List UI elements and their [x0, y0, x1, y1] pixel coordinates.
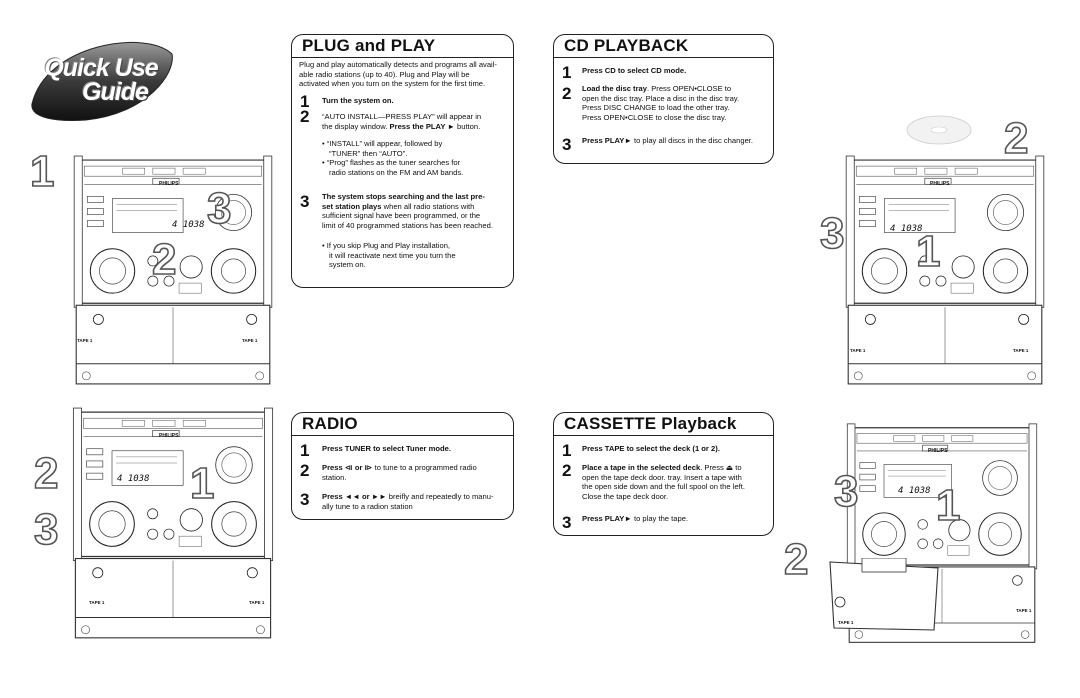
- section-title: CD PLAYBACK: [564, 36, 689, 55]
- stereo-illustration-cassette: PHILIPS 4 1038 TAPE 1: [836, 420, 1048, 652]
- logo-line-2: Guide: [82, 78, 149, 106]
- stereo-system-icon: [840, 152, 1050, 394]
- cassette-playback-section: CASSETTE Playback 1 Press TAPE to select…: [553, 412, 774, 536]
- step-text: Press TAPE to select the deck (1 or 2).: [582, 444, 720, 453]
- step-number: 3: [300, 192, 310, 211]
- step-number: 1: [300, 441, 310, 460]
- plug-and-play-section: PLUG and PLAY Plug and play automaticall…: [291, 34, 514, 288]
- callout-number: 1: [29, 147, 55, 196]
- cd-disc-icon: [906, 115, 972, 145]
- step-number: 2: [562, 84, 572, 103]
- section-title: PLUG and PLAY: [302, 36, 436, 55]
- section-title: RADIO: [302, 414, 358, 433]
- step-text: Press CD to select CD mode.: [582, 66, 687, 75]
- logo-swoosh-icon: [31, 42, 173, 121]
- tape-label: TAPE 1: [77, 338, 93, 343]
- step-number: 3: [562, 513, 572, 532]
- stereo-illustration-radio: PHILIPS 4 1038 TAPE 1 TAPE 1: [67, 404, 279, 648]
- step-text: Load the disc tray. Press OPEN•CLOSE to …: [582, 84, 740, 122]
- tape-label: TAPE 1: [1013, 348, 1029, 353]
- brand-label: PHILIPS: [159, 433, 179, 439]
- skip-note: • If you skip Plug and Play installation…: [322, 241, 456, 270]
- callout-number: 2: [151, 235, 177, 284]
- step-text: Press PLAY► to play the tape.: [582, 514, 689, 523]
- tape-label: TAPE 1: [242, 338, 258, 343]
- step-text: Place a tape in the selected deck. Press…: [582, 463, 745, 501]
- step-text: Press PLAY► to play all discs in the dis…: [582, 136, 754, 145]
- callout-number: 3: [819, 209, 845, 258]
- step-number: 1: [562, 63, 572, 82]
- callout-number: 3: [833, 467, 859, 516]
- callout-number: 2: [33, 449, 59, 498]
- disc-tray-illustration: [904, 110, 974, 150]
- brand-label: PHILIPS: [159, 181, 179, 187]
- tape-label: TAPE 1: [850, 348, 866, 353]
- step-number: 2: [562, 461, 572, 480]
- step-number: 2: [300, 461, 310, 480]
- tape-label: TAPE 1: [89, 600, 105, 605]
- brand-label: PHILIPS: [928, 448, 948, 454]
- open-tape-door: TAPE 1: [828, 557, 940, 632]
- step-number: 2: [300, 107, 310, 126]
- radio-section: RADIO 1 Press TUNER to select Tuner mode…: [291, 412, 514, 520]
- intro-text: Plug and play automatically detects and …: [299, 60, 497, 89]
- step-number: 3: [562, 135, 572, 154]
- stereo-illustration-cd-playback: PHILIPS 4 1038 TAPE 1 TAPE 1: [840, 152, 1050, 394]
- display-readout: 4 1038: [898, 486, 931, 496]
- step-text: Press ◄◄ or ►► breifly and repeatedly to…: [322, 492, 494, 511]
- callout-number: 2: [783, 535, 809, 584]
- stereo-system-icon: [67, 404, 279, 648]
- callout-number: 3: [206, 184, 232, 233]
- step-number: 1: [562, 441, 572, 460]
- step-number: 3: [300, 490, 310, 509]
- step-text: Turn the system on.: [322, 96, 394, 105]
- section-title: CASSETTE Playback: [564, 414, 737, 433]
- bullet-list: • “INSTALL” will appear, followed by “TU…: [322, 139, 464, 177]
- divider: [292, 435, 513, 436]
- display-readout: 4 1038: [172, 220, 205, 230]
- cd-playback-section: CD PLAYBACK 1 Press CD to select CD mode…: [553, 34, 774, 164]
- callout-number: 3: [33, 505, 59, 554]
- tape-label: TAPE 1: [249, 600, 265, 605]
- step-text: “AUTO INSTALL—PRESS PLAY” will appear in…: [322, 112, 482, 131]
- brand-label: PHILIPS: [930, 181, 950, 187]
- divider: [554, 435, 773, 436]
- callout-number: 2: [1003, 114, 1029, 163]
- tape-label: TAPE 1: [838, 620, 854, 625]
- step-text: Press TUNER to select Tuner mode.: [322, 444, 451, 453]
- divider: [554, 57, 773, 58]
- callout-number: 1: [189, 459, 215, 508]
- display-readout: 4 1038: [117, 474, 150, 484]
- step-text: Press ⧏ or ⧐ to tune to a programmed rad…: [322, 463, 477, 482]
- step-number: 1: [300, 92, 310, 111]
- quick-use-guide-logo: Quick Use Guide: [26, 34, 176, 124]
- display-readout: 4 1038: [890, 224, 923, 234]
- logo-line-1: Quick Use: [44, 54, 158, 82]
- stereo-illustration-plug-and-play: PHILIPS 4 1038 TAPE 1 TAPE 1: [67, 152, 279, 394]
- step-text: The system stops searching and the last …: [322, 192, 493, 230]
- divider: [292, 57, 513, 58]
- tape-door-icon: [829, 557, 939, 631]
- tape-label: TAPE 1: [1016, 608, 1032, 613]
- callout-number: 1: [915, 227, 941, 276]
- callout-number: 1: [935, 481, 961, 530]
